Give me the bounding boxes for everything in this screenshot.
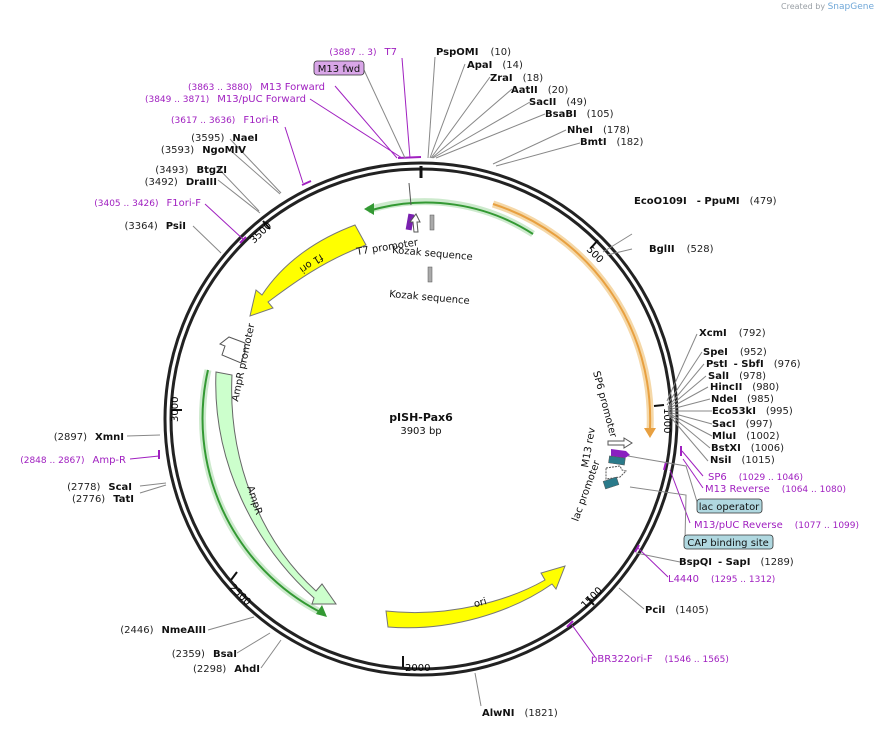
boxed-features: M13 fwd lac operator CAP binding site [313, 60, 774, 550]
enzyme-draiii: (3492)DraIII [145, 177, 217, 188]
enzyme-bmti: BmtI(182) [580, 137, 644, 148]
m13-fwd-box [313, 60, 365, 76]
enzyme-sacii: SacII(49) [529, 97, 587, 108]
enzyme-xmni: (2897)XmnI [54, 432, 124, 443]
primer-m13-reverse: M13 Reverse(1064 .. 1080) [705, 484, 846, 495]
kozak-label-1: Kozak sequence [392, 245, 473, 263]
ampr-promoter-label: AmpR promoter [230, 322, 257, 403]
ampr-promoter-arrow [219, 336, 246, 364]
tick-2000: 2000 [405, 663, 430, 674]
enzyme-ndei: NdeI(985) [711, 394, 774, 405]
enzyme-labels: PspOMI(10) ApaI(14) ZraI(18) AatII(20) S… [54, 47, 801, 719]
m13-rev-block [611, 449, 630, 458]
tick-3000: 3000 [170, 397, 181, 422]
enzyme-saci: SacI(997) [712, 419, 773, 430]
primer-pbr322ori-f: pBR322ori-F(1546 .. 1565) [591, 654, 729, 665]
enzyme-nsii: NsiI(1015) [710, 455, 775, 466]
tick-1500: 1500 [579, 585, 605, 611]
leader-lines [126, 56, 713, 707]
enzyme-ahdi: (2298)AhdI [193, 664, 260, 675]
credit-prefix: Created by [781, 2, 826, 11]
tick-2500: 2500 [227, 582, 253, 608]
sp6-track [492, 203, 652, 429]
cap-site-block [602, 476, 620, 490]
enzyme-xcmi: XcmI(792) [699, 328, 766, 339]
ampr-track [201, 369, 321, 613]
tick-3500: 3500 [248, 220, 274, 246]
enzyme-spei: SpeI(952) [703, 347, 767, 358]
ampr-track-arrow [316, 605, 327, 617]
enzyme-psii: (3364)PsiI [124, 221, 186, 232]
primer-l4440: L4440(1295 .. 1312) [668, 574, 775, 585]
cap-binding-site-box [683, 534, 774, 550]
primer-m13puc-reverse: M13/pUC Reverse(1077 .. 1099) [694, 520, 859, 531]
enzyme-bspqi: BspQI- SapI(1289) [679, 557, 794, 568]
enzyme-alwni: AlwNI(1821) [482, 708, 558, 719]
enzyme-tati: (2776)TatI [72, 494, 134, 505]
enzyme-zrai: ZraI(18) [490, 73, 543, 84]
primer-sp6: SP6(1029 .. 1046) [708, 472, 803, 483]
t7-track [371, 201, 534, 235]
plasmid-name: pISH-Pax6 [389, 411, 453, 424]
enzyme-btgzi: (3493)BtgZI [155, 165, 227, 176]
snapgene-credit: Created by SnapGene [781, 2, 874, 12]
lac-operator-box [696, 498, 763, 514]
enzyme-bsai: (2359)BsaI [172, 649, 237, 660]
enzyme-bsabi: BsaBI(105) [545, 109, 614, 120]
enzyme-ngomiv: (3593)NgoMIV [161, 145, 246, 156]
sp6-track-arrow [644, 428, 656, 438]
primer-f1ori-f: (3405 .. 3426)F1ori-F [94, 198, 201, 209]
ampr-arrow [215, 371, 337, 605]
enzyme-bglii: BglII(528) [649, 244, 714, 255]
enzyme-bstxi: BstXI(1006) [711, 443, 784, 454]
kozak-block-1 [429, 214, 435, 231]
lac-operator-label: lac operator [699, 502, 760, 513]
enzyme-naei: (3595)NaeI [191, 133, 258, 144]
kozak-label-2: Kozak sequence [389, 289, 470, 307]
ori-label: ori [473, 596, 488, 610]
credit-brand: SnapGene [827, 2, 874, 12]
kozak-block-2 [427, 266, 433, 283]
box-leader-lines [363, 69, 699, 541]
enzyme-apai: ApaI(14) [467, 60, 523, 71]
enzyme-eco53ki: Eco53kI(995) [712, 406, 793, 417]
lac-operator-block [608, 455, 626, 466]
m13-fwd-label: M13 fwd [318, 64, 360, 75]
enzyme-nmeaiii: (2446)NmeAIII [120, 625, 206, 636]
enzyme-hincii: HincII(980) [710, 382, 779, 393]
ori-arrow [385, 565, 566, 629]
enzyme-pspomi: PspOMI(10) [436, 47, 511, 58]
enzyme-sali: SalI(978) [708, 371, 766, 382]
plasmid-length: 3903 bp [400, 426, 441, 437]
f1-ori-arrow [249, 224, 367, 317]
enzyme-ecoo109i: EcoO109I- PpuMI(479) [634, 196, 777, 207]
primer-m13-forward: (3863 .. 3880)M13 Forward [188, 82, 325, 93]
sp6-promoter-arrow [607, 437, 633, 449]
primer-f1ori-r: (3617 .. 3636)F1ori-R [171, 115, 279, 126]
enzyme-nhei: NheI(178) [567, 125, 630, 136]
lac-promoter-arrow [605, 465, 627, 480]
primer-amp-r: (2848 .. 2867)Amp-R [20, 455, 126, 466]
primer-leader-lines [129, 57, 704, 658]
enzyme-pcii: PciI(1405) [645, 605, 709, 616]
backbone-outer [163, 161, 679, 677]
primer-t7: (3887 .. 3)T7 [329, 47, 397, 58]
enzyme-mlui: MluI(1002) [712, 431, 780, 442]
t7-track-arrow [364, 203, 374, 215]
primer-labels: (3887 .. 3)T7 (3863 .. 3880)M13 Forward … [20, 47, 859, 665]
tick-1000: 1000 [661, 408, 672, 433]
enzyme-scai: (2778)ScaI [67, 482, 132, 493]
t7-promoter-arrow [409, 213, 421, 233]
enzyme-aatii: AatII(20) [511, 85, 568, 96]
enzyme-psti: PstI- SbfI(976) [706, 359, 801, 370]
primer-m13puc-forward: (3849 .. 3871)M13/pUC Forward [145, 94, 306, 105]
cap-binding-site-label: CAP binding site [687, 538, 769, 549]
